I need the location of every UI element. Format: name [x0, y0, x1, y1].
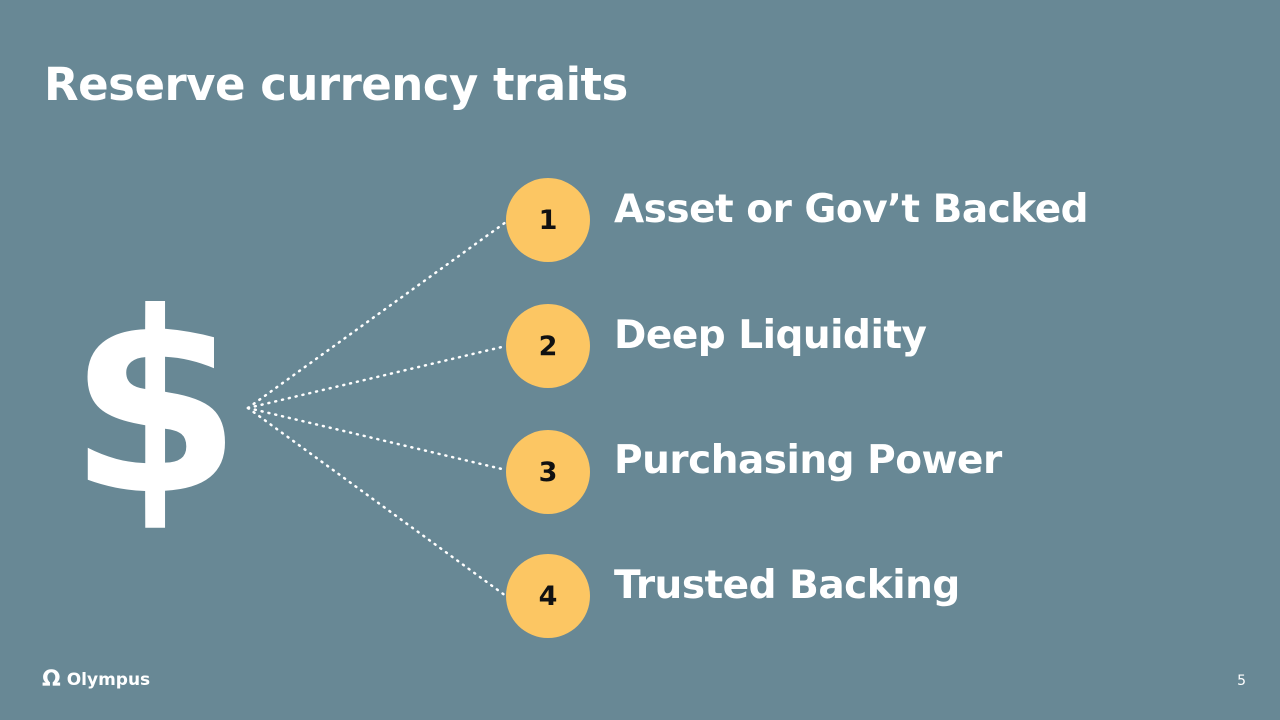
connector-line-1 — [246, 220, 508, 410]
trait-label-2: Deep Liquidity — [614, 313, 927, 358]
trait-number-badge-1: 1 — [506, 178, 590, 262]
trait-number-badge-2: 2 — [506, 304, 590, 388]
slide-title: Reserve currency traits — [44, 58, 628, 111]
connector-line-2 — [246, 344, 508, 410]
brand-name: Olympus — [66, 669, 151, 690]
trait-number-badge-3: 3 — [506, 430, 590, 514]
trait-label-3: Purchasing Power — [614, 438, 1002, 483]
omega-icon: Ω — [42, 667, 61, 692]
connector-line-4 — [246, 406, 508, 598]
trait-label-4: Trusted Backing — [614, 563, 960, 608]
page-number: 5 — [1237, 673, 1246, 689]
trait-label-1: Asset or Gov’t Backed — [614, 187, 1089, 232]
connector-line-3 — [246, 406, 508, 472]
brand-logo: Ω Olympus — [42, 669, 150, 691]
trait-number-badge-4: 4 — [506, 554, 590, 638]
dollar-icon: $ — [68, 259, 242, 550]
